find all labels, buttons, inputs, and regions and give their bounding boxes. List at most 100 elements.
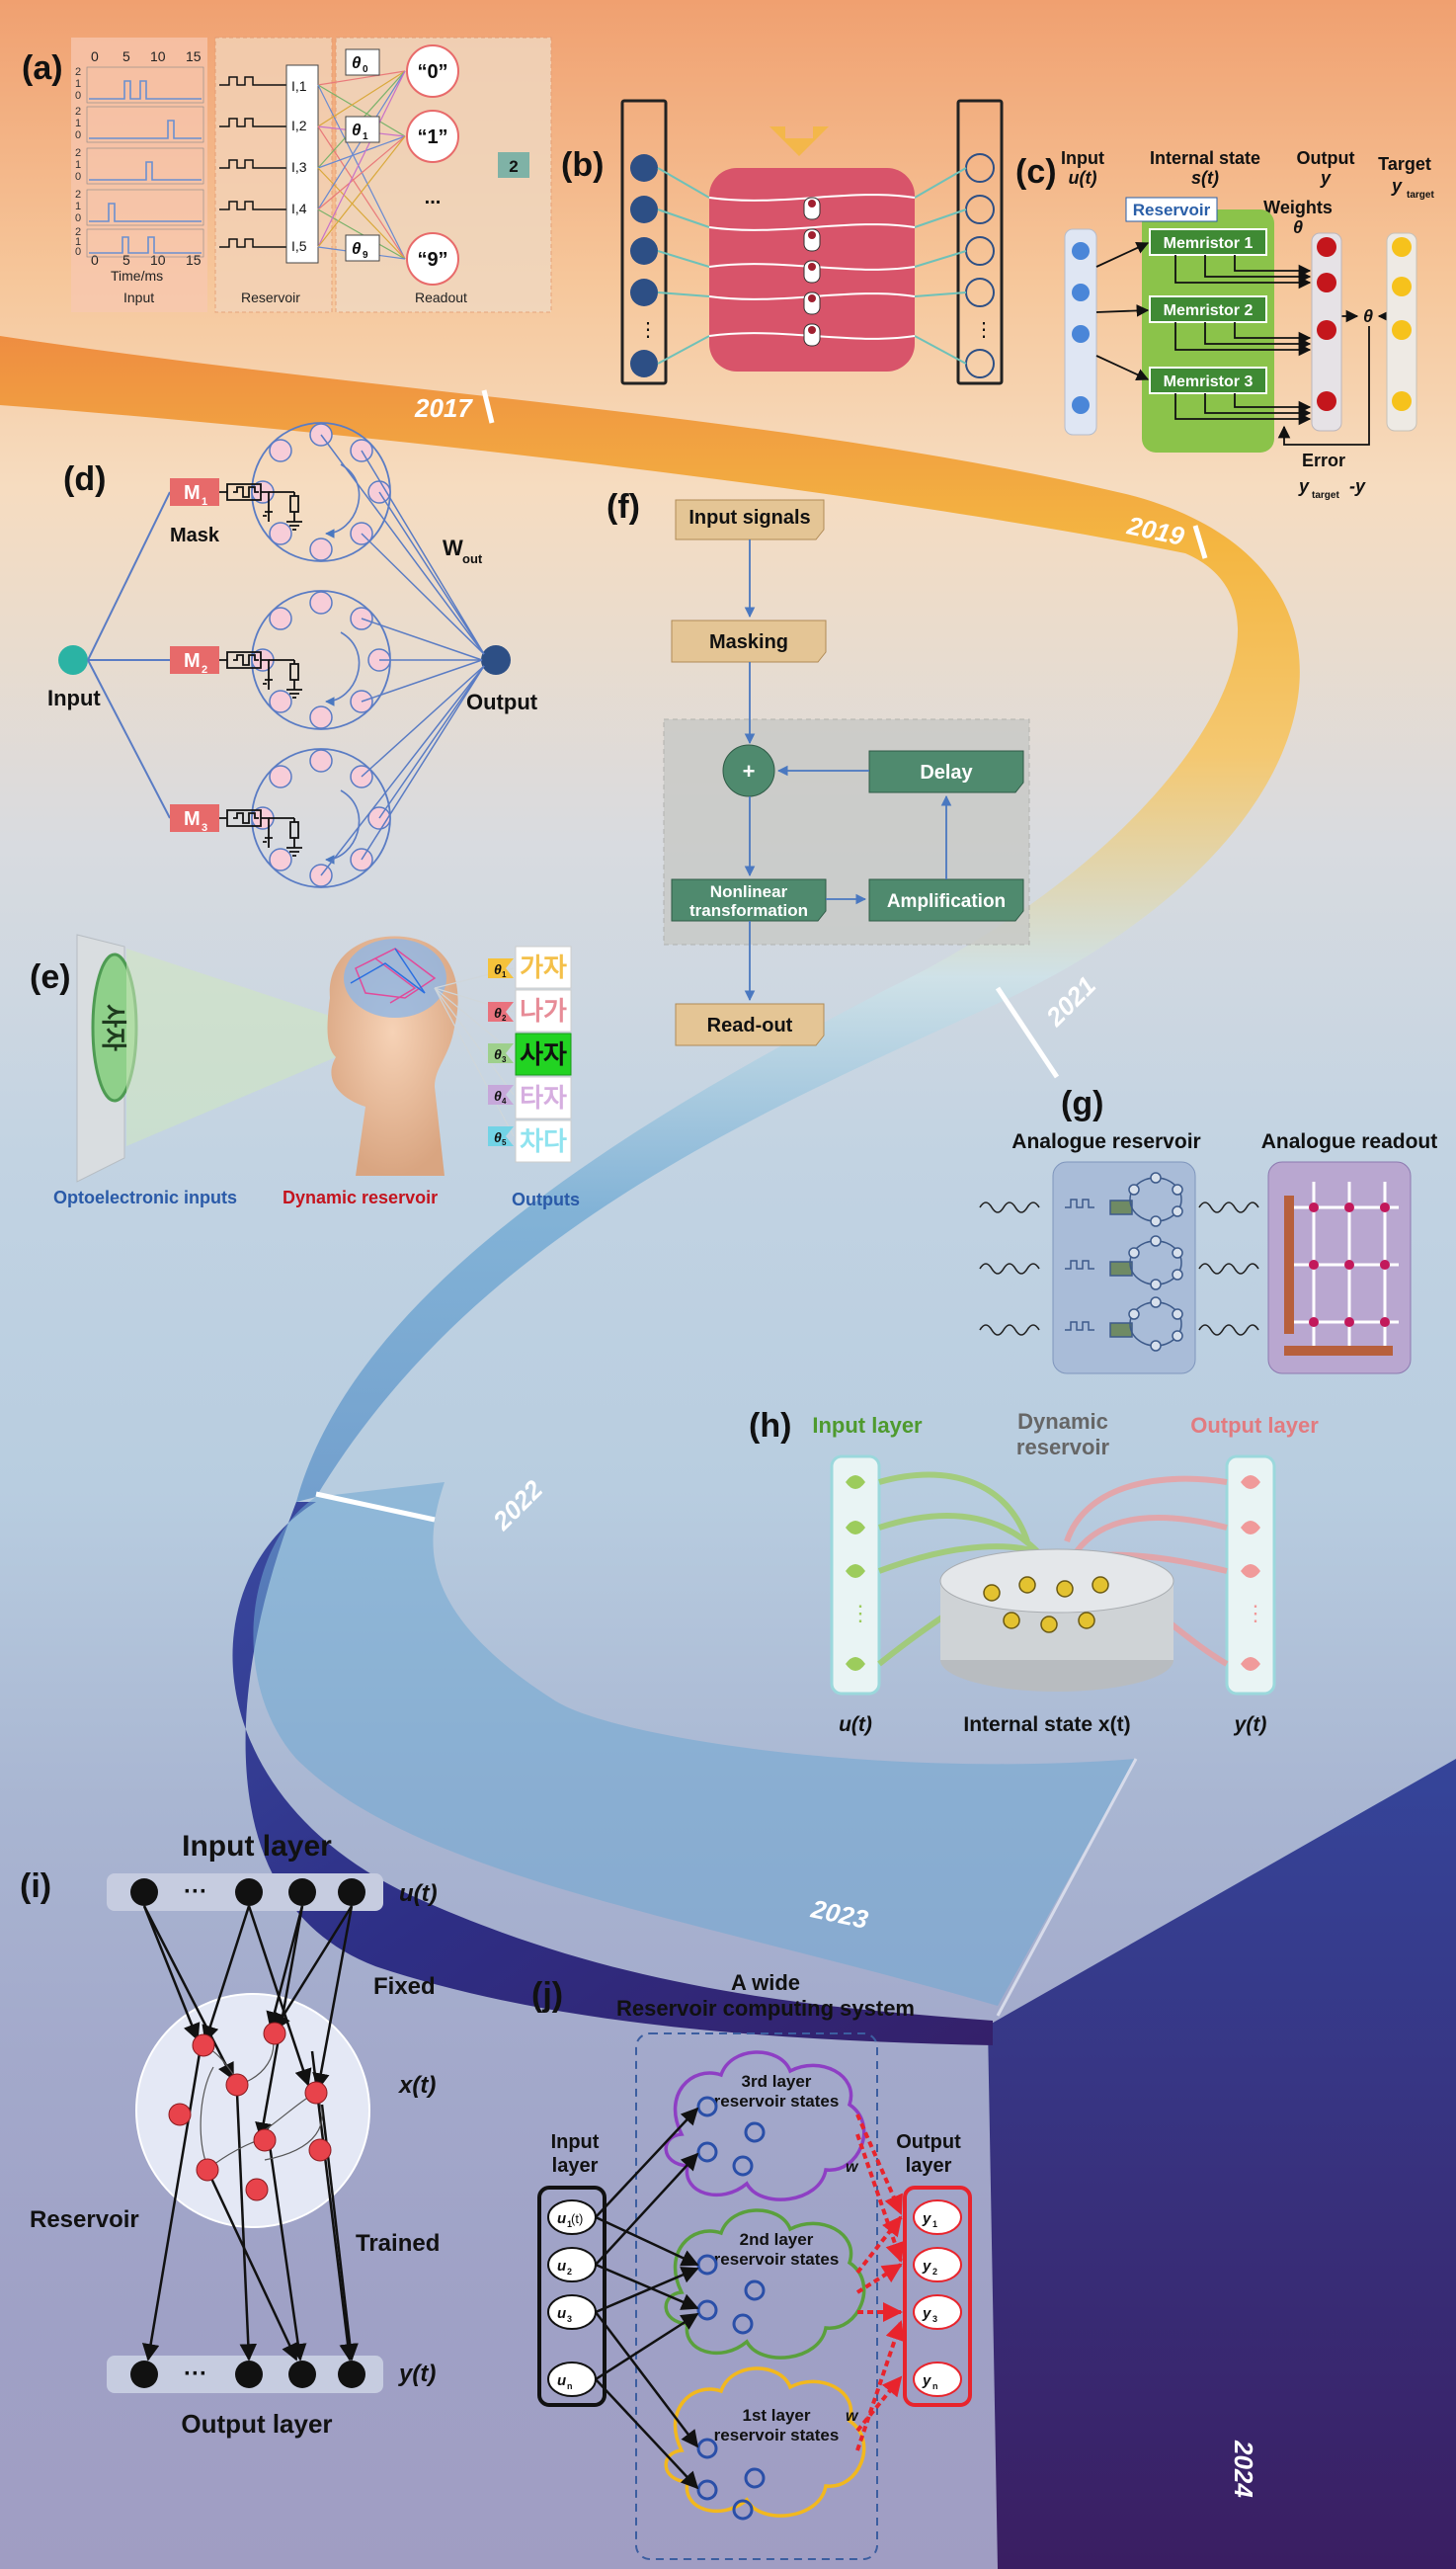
screen-glyph: 사자 [99, 1004, 128, 1051]
output-node [1317, 320, 1336, 340]
input-node [846, 1564, 865, 1578]
error-title: Error [1302, 451, 1345, 470]
wout-label: W [443, 536, 463, 560]
y-tick: 2 [75, 189, 81, 201]
theta-sub: 9 [363, 250, 368, 261]
box-nonlinear [671, 878, 827, 922]
input-layer-title: layer [552, 2155, 599, 2177]
input-node [130, 1878, 158, 1906]
theta-label: θ [494, 1005, 502, 1021]
output-layer-title: layer [906, 2155, 952, 2177]
output-node [965, 195, 995, 224]
reservoir-label: Reservoir [30, 2206, 139, 2233]
panel-j: (j) A wide Reservoir computing system In… [531, 1970, 972, 2560]
w1-label: w [846, 2408, 859, 2425]
output-symbol: y [1320, 168, 1332, 188]
output-layer-title: Output [896, 2131, 961, 2153]
layer2-cloud [664, 2208, 866, 2360]
reservoir-node [263, 2022, 286, 2045]
fixed-label: Fixed [373, 1973, 436, 2000]
panel-d-label: (d) [63, 460, 106, 498]
timeline-deep-right [988, 1759, 1456, 2569]
output-node [1317, 391, 1336, 411]
year-separator [481, 389, 495, 424]
output-label: Output [466, 690, 538, 714]
output-chars: 가자 나가 사자 타자 차다 [515, 946, 572, 1163]
reservoir-rings [803, 197, 821, 347]
layer2-title: reservoir states [714, 2250, 840, 2269]
caption-outputs: Outputs [512, 1190, 580, 1209]
input-symbol: u [557, 2305, 566, 2322]
panel-j-title: Reservoir computing system [616, 1996, 915, 2021]
dynamic-reservoir-title: Dynamic [1017, 1409, 1108, 1434]
panel-c-label: (c) [1015, 153, 1057, 191]
theta-sub: 5 [502, 1138, 507, 1147]
y-tick: 1 [75, 159, 81, 171]
panel-b-output-column [956, 99, 1004, 385]
box-delay-text: Delay [920, 762, 973, 784]
input-layer-box [537, 2186, 607, 2407]
mask-label: Mask [170, 525, 220, 546]
state-symbol: s(t) [1191, 168, 1219, 188]
panel-g: (g) Analogue reservoir Analogue readout [979, 1085, 1437, 1374]
panel-b-ellipsis: ⋮ [974, 319, 994, 341]
memristor-label: Memristor 2 [1164, 302, 1254, 319]
timeline-deep-bottom [232, 1502, 994, 2045]
output-node [913, 2294, 962, 2330]
output-digit: “0” [417, 61, 447, 83]
theta-label: θ [352, 121, 362, 139]
reservoir-tag-text: Reservoir [1133, 201, 1211, 219]
input-layer-title: Input [551, 2131, 600, 2153]
output-symbol: y [922, 2210, 931, 2227]
output-node [965, 349, 995, 378]
input-node [288, 1878, 316, 1906]
mask-subscript: 3 [202, 822, 207, 834]
panel-i-label: (i) [20, 1867, 51, 1905]
output-node [965, 153, 995, 183]
w3-label: w [846, 2159, 859, 2176]
output-digit: “1” [417, 126, 447, 148]
internal-state-label: Internal state x(t) [963, 1713, 1130, 1736]
output-symbol: y [922, 2372, 931, 2389]
output-node [1241, 1521, 1260, 1534]
layer1-title: 1st layer [743, 2406, 811, 2425]
analogue-reservoir-title: Analogue reservoir [1011, 1130, 1200, 1153]
output-symbol: y [922, 2258, 931, 2275]
target-node [1392, 320, 1412, 340]
output-char: 타자 [520, 1083, 567, 1113]
layer3-title: 3rd layer [742, 2072, 812, 2091]
input-symbol: u(t) [1069, 168, 1097, 188]
theta-label: θ [494, 1129, 502, 1145]
tick-label: 0 [91, 252, 99, 268]
box-masking-text: Masking [709, 631, 788, 653]
output-node [965, 278, 995, 307]
panel-d: (d) Input Output W out Mask [47, 422, 538, 888]
result-box [498, 152, 529, 178]
state-title: Internal state [1150, 148, 1260, 168]
reservoir-cell-label: I,1 [291, 78, 307, 94]
box-readout-text: Read-out [707, 1015, 793, 1036]
mask-blocks: M M M 1 2 3 [170, 478, 219, 834]
output-node [130, 2361, 158, 2388]
memristor-label: Memristor 1 [1164, 235, 1254, 252]
input-subscript: 1 [567, 2219, 572, 2229]
tick-label: 0 [91, 48, 99, 64]
layer3-cloud [664, 2050, 866, 2201]
target-subscript: target [1407, 190, 1434, 201]
input-node [630, 350, 658, 377]
input-label: Input [123, 290, 154, 305]
output-subscript: 2 [932, 2267, 937, 2277]
panel-j-title: A wide [731, 1970, 800, 1995]
theta-sub: 1 [363, 131, 368, 142]
output-char: 차다 [520, 1126, 567, 1156]
year-separator [1192, 525, 1208, 559]
input-node [846, 1475, 865, 1489]
mask-subscript: 2 [202, 664, 207, 676]
reservoir-node [245, 2178, 269, 2201]
reservoir-cell-label: I,5 [291, 238, 307, 254]
memristor-label: Memristor 3 [1164, 373, 1254, 390]
panel-f: (f) Input signals Masking + Delay Nonlin… [607, 488, 1030, 1046]
output-node [913, 2362, 962, 2397]
theta-label: θ [494, 1046, 502, 1062]
